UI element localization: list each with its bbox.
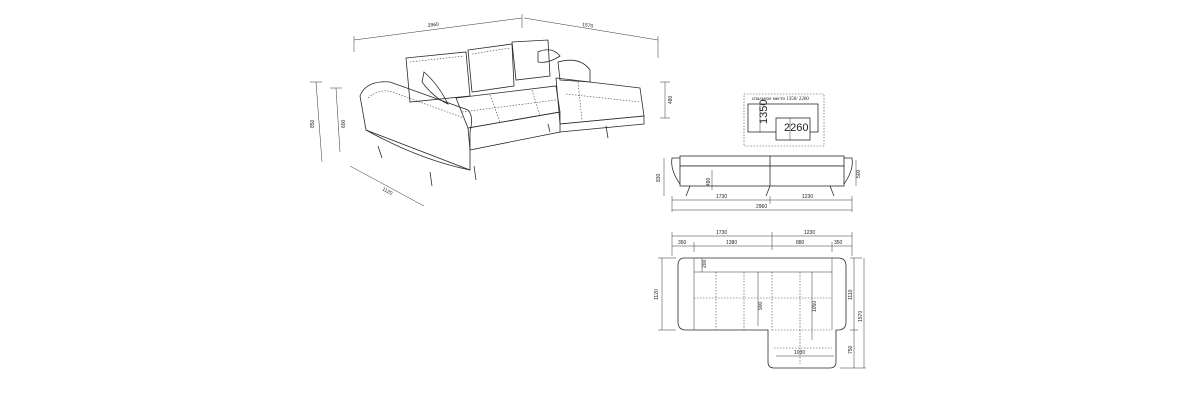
dim-front-right-height: 500 xyxy=(856,169,862,178)
dim-top-inner-right: 1050 xyxy=(812,301,818,312)
dim-front-total-height: 830 xyxy=(656,173,662,182)
dim-top-right-total: 1570 xyxy=(858,311,864,322)
sofa-sketch xyxy=(359,39,645,187)
dim-front-right-section: 1230 xyxy=(802,194,813,200)
bed-width: 1350 xyxy=(758,100,770,124)
dim-overall-length: 2960 xyxy=(353,14,523,52)
dim-top-left: 1730 xyxy=(716,230,727,236)
dim-top-inner-left: 900 xyxy=(758,301,764,310)
bed-caption: спальное место 1350/ 2260 xyxy=(752,97,809,102)
bed-length: 2260 xyxy=(784,122,808,134)
dim-top-sub-4: 350 xyxy=(834,240,843,246)
dim-top-right-upper: 1110 xyxy=(848,289,854,300)
dim-top-sub-3: 880 xyxy=(796,240,805,246)
dim-top-seat-depth: 200 xyxy=(702,259,708,268)
dim-text-arm-height: 600 xyxy=(341,119,347,128)
top-plan-view: 1730 1230 350 1380 880 350 200 900 1050 … xyxy=(654,230,866,369)
dim-front-total-length: 2960 xyxy=(756,204,767,210)
dim-arm-height: 600 xyxy=(330,87,347,153)
dim-text-overall-length: 2960 xyxy=(428,22,440,29)
dim-top-right: 1230 xyxy=(804,230,815,236)
dim-chaise-length: 1570 xyxy=(523,17,659,58)
dim-front-seat-height: 490 xyxy=(706,177,712,186)
dim-top-chaise-width: 1030 xyxy=(794,350,805,356)
dim-top-sub-2: 1380 xyxy=(726,240,737,246)
isometric-sofa-view: 2960 1570 480 850 600 112 xyxy=(310,14,674,207)
dim-text-depth: 1120 xyxy=(381,186,394,196)
front-elevation-view: 830 490 500 1730 1230 2960 xyxy=(656,155,862,212)
dim-top-depth-left: 1120 xyxy=(654,289,660,300)
dim-text-back-height: 850 xyxy=(310,119,316,128)
dim-text-chaise-length: 1570 xyxy=(582,22,594,30)
dim-front-left-section: 1730 xyxy=(716,194,727,200)
dim-chaise-height: 480 xyxy=(660,81,674,119)
dim-top-sub-1: 350 xyxy=(678,240,687,246)
dim-text-chaise-height: 480 xyxy=(668,95,674,104)
dim-back-height: 850 xyxy=(310,81,323,163)
bed-size-panel: спальное место 1350/ 2260 1350 2260 xyxy=(743,93,825,147)
dim-top-right-lower: 750 xyxy=(848,345,854,354)
dim-depth: 1120 xyxy=(349,165,425,207)
